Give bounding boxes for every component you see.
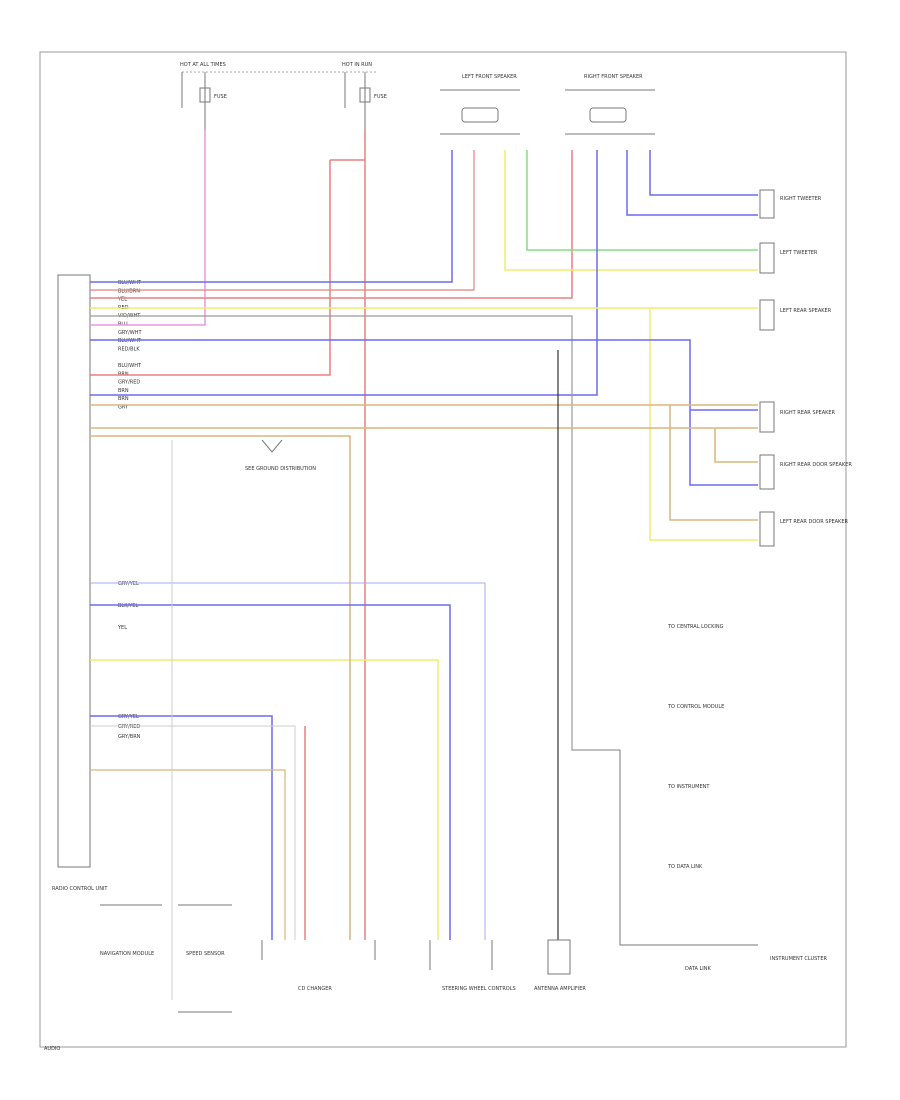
wire-brown-5 [90,435,351,940]
wire-green-lfs [526,150,758,251]
navigation-label: NAVIGATION MODULE [100,951,154,957]
wire-blue-3 [90,604,451,940]
pins2-label: BLK/YEL [118,603,138,609]
instrument-cluster-label: INSTRUMENT CLUSTER [770,956,828,962]
pins1-label: BLU/BRN [118,288,140,294]
wire-blue-long [90,339,758,486]
left-front-speaker-label: LEFT FRONT SPEAKER [462,74,517,80]
left-rear-door-speaker: LEFT REAR DOOR SPEAKER [759,511,848,547]
tweeter-left-label: LEFT TWEETER [780,250,818,256]
instrument-cluster: INSTRUMENT CLUSTER [770,956,828,962]
wire-brown-6 [90,769,286,940]
right-rear-door-speaker: RIGHT REAR DOOR SPEAKER [759,454,852,490]
left-rear-speaker-label: LEFT REAR SPEAKER [780,308,832,314]
wire-blue-lfs [90,150,453,283]
left-front-speaker: LEFT FRONT SPEAKER [440,74,520,135]
radio-pin-labels-3: GRY/YEL GRY/RED GRY/BRN [118,714,141,740]
hot-all-times-label: HOT AT ALL TIMES [180,62,226,68]
pins1-label: BRN [118,388,129,394]
tweeter-right-label: RIGHT TWEETER [780,196,822,202]
data-link-label: DATA LINK [685,966,711,972]
radio-unit-label: RADIO CONTROL UNIT [52,886,108,892]
pins1-label: RED/BLK [118,346,140,352]
wire-blue-4 [90,715,273,940]
pins3-label: GRY/RED [118,724,140,730]
pins2-label: YEL [117,625,127,631]
pins1-label: GRY [118,405,129,411]
left-rear-door-label: LEFT REAR DOOR SPEAKER [780,519,848,525]
right-rear-door-label: RIGHT REAR DOOR SPEAKER [780,462,852,468]
radio-unit-box [57,274,91,868]
speed-sensor: SPEED SENSOR [178,904,232,1013]
wire-red-lfs [90,150,475,291]
steering-controls-label: STEERING WHEEL CONTROLS [442,986,516,992]
pins1-label: GRY/WHT [118,330,142,336]
right-front-speaker-label: RIGHT FRONT SPEAKER [584,74,643,80]
wire-brown-4 [714,428,758,463]
pins1-label: BRN [118,396,129,402]
ground-arrow [261,439,283,453]
right-rear-speaker-label: RIGHT REAR SPEAKER [780,410,836,416]
pins1-label: GRY/RED [118,380,140,386]
rightlabels-label: TO CONTROL MODULE [667,704,724,710]
antenna-amplifier: ANTENNA AMPLIFIER [534,939,586,992]
wire-yellow-lfs [504,150,758,271]
wire-light-1 [90,582,486,940]
hot-run-label: HOT IN RUN [342,62,372,68]
tweeter-right: RIGHT TWEETER [759,189,822,219]
right-rear-speaker: RIGHT REAR SPEAKER [759,401,836,433]
wire-pink [90,130,206,326]
wire-red-rfs [90,150,573,299]
cd-changer-label: CD CHANGER [298,986,332,992]
left-rear-speaker: LEFT REAR SPEAKER [759,299,832,331]
pins1-label: BLU/WHT [118,338,142,344]
rightlabels-label: TO DATA LINK [667,864,703,870]
pins1-label: BLU/WHT [118,280,142,286]
radio-pin-labels: BLU/WHTBLU/BRNYELREDVIO/WHTBLUGRY/WHTBLU… [117,280,142,411]
pins3-label: GRY/BRN [118,734,141,740]
rightlabels-label: TO INSTRUMENT [667,784,710,790]
fuse-b-label: FUSE [374,94,387,100]
radio-pin-labels-2: GRY/YEL BLK/YEL YEL [117,581,139,631]
navigation-module: NAVIGATION MODULE [100,904,162,957]
tweeter-left: LEFT TWEETER [759,242,818,274]
wire-gray-2 [619,750,758,946]
fuse-a-label: FUSE [214,94,227,100]
wire-blue-rfs2 [626,150,758,216]
rightlabels-label: TO CENTRAL LOCKING [667,624,724,630]
wire-yellow-2 [649,308,758,541]
wire-brown-2 [669,405,758,521]
steering-controls: STEERING WHEEL CONTROLS [429,940,516,992]
fuse-block-left: HOT AT ALL TIMES FUSE [180,62,378,130]
ground-note: SEE GROUND DISTRIBUTION [245,466,316,472]
wire-blue-rfs3 [649,150,758,196]
data-link: DATA LINK [685,966,711,972]
wire-red-1 [90,160,331,376]
speed-sensor-label: SPEED SENSOR [186,951,225,957]
right-front-speaker: RIGHT FRONT SPEAKER [565,74,655,135]
wire-gray-3 [90,725,296,940]
wire-blue-rfs [90,150,598,396]
pins3-label: GRY/YEL [118,714,139,720]
pins2-label: GRY/YEL [118,581,139,587]
diagram-frame [39,51,847,1048]
right-side-labels: TO CENTRAL LOCKING TO CONTROL MODULE TO IN… [667,624,724,870]
antenna-label: ANTENNA AMPLIFIER [534,986,586,992]
pins1-label: BLU/WHT [118,363,142,369]
footer-code: AUDIO [44,1046,60,1052]
wire-gray [90,315,620,751]
pins1-label: YEL [117,297,127,303]
fuse-block-right: HOT IN RUN FUSE [342,62,387,130]
wire-yellow-3 [90,659,439,940]
cd-changer: CD CHANGER [261,940,376,992]
